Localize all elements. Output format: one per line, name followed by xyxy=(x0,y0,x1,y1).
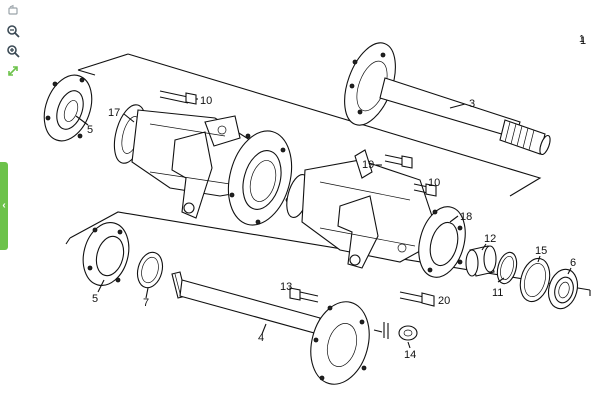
side-panel-toggle[interactable]: ‹ xyxy=(0,162,8,250)
callout-4: 4 xyxy=(258,332,264,344)
part-bolt-upper xyxy=(159,90,197,105)
callout-10-upper: 10 xyxy=(200,95,212,107)
part-nut-14 xyxy=(398,325,418,341)
callout-1: 1 xyxy=(580,35,586,47)
callout-17: 17 xyxy=(108,107,120,119)
zoom-out-icon xyxy=(7,25,20,38)
callout-12: 12 xyxy=(484,233,496,245)
callout-13: 13 xyxy=(280,281,292,293)
callout-14: 14 xyxy=(404,349,416,361)
callout-7: 7 xyxy=(143,297,149,309)
chevron-left-icon: ‹ xyxy=(2,200,6,211)
callout-5-upper: 5 xyxy=(87,124,93,136)
part-ring-11 xyxy=(496,251,518,285)
part-seal-6 xyxy=(547,268,579,310)
viewer-toolbar xyxy=(4,2,26,82)
rotate-icon xyxy=(8,4,18,15)
zoom-in-icon xyxy=(7,45,20,58)
part-upper-seal-plate xyxy=(43,74,93,142)
part-bolt-20 xyxy=(399,291,435,307)
callout-15: 15 xyxy=(535,245,547,257)
part-right-axle-housing xyxy=(286,149,441,269)
part-upper-axle-shaft xyxy=(344,42,551,156)
part-bolt-right xyxy=(413,183,437,197)
callout-3: 3 xyxy=(469,98,475,110)
page-number: 1 xyxy=(579,34,585,45)
part-ring-15 xyxy=(519,257,551,303)
callout-11: 11 xyxy=(492,287,503,299)
callout-labels: 1 3 5 17 10 19 10 18 12 15 6 11 5 7 13 4… xyxy=(87,35,586,361)
part-lower-axle-shaft xyxy=(171,271,389,385)
callout-18: 18 xyxy=(460,211,472,223)
fullscreen-icon xyxy=(8,66,18,76)
zoom-out-button[interactable] xyxy=(4,22,22,40)
part-bolt-13 xyxy=(289,287,319,303)
part-ring-7 xyxy=(136,251,164,289)
callout-6: 6 xyxy=(570,257,576,269)
callout-5-lower: 5 xyxy=(92,293,98,305)
part-right-housing-flange xyxy=(418,206,466,278)
leader-lines xyxy=(75,98,572,349)
part-lower-seal-plate xyxy=(82,222,130,286)
callout-19: 19 xyxy=(362,159,374,171)
part-left-axle-housing xyxy=(113,104,256,219)
callout-10-right: 10 xyxy=(428,177,440,189)
fullscreen-button[interactable] xyxy=(4,62,22,80)
part-bolt-19 xyxy=(384,154,413,169)
callout-20: 20 xyxy=(438,295,450,307)
rotate-button[interactable] xyxy=(4,2,22,20)
zoom-in-button[interactable] xyxy=(4,42,22,60)
assembly-frame-upper xyxy=(77,53,542,197)
part-left-housing-flange xyxy=(227,130,293,226)
part-bearing-12 xyxy=(465,245,497,277)
